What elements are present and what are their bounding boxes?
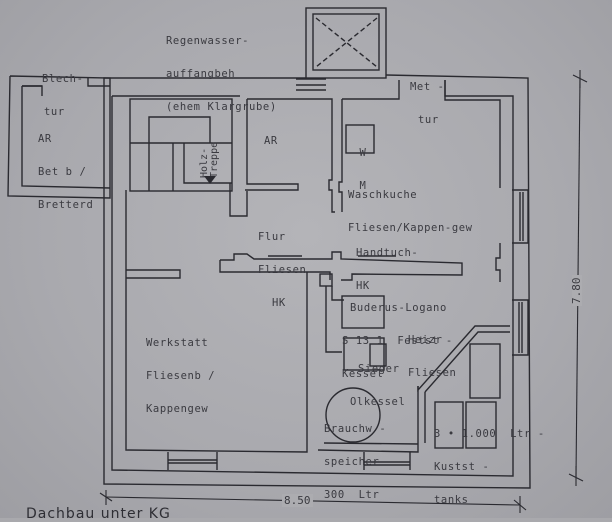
workshop-walls	[125, 190, 308, 470]
windows-right	[495, 189, 529, 356]
label-line: (ehem Klargrube)	[166, 101, 277, 113]
label-line: Sieger	[358, 363, 400, 375]
label-hot-water-tank: Brauchw - speicher 300 Ltr	[324, 402, 386, 512]
label-towel-radiator: Handtuch- HK	[356, 226, 418, 303]
corridor-walls	[219, 251, 463, 281]
label-line: Blech-	[42, 73, 84, 85]
label-line: M	[359, 180, 367, 192]
stairs-direction-arrow-icon	[204, 176, 216, 184]
label-line: tur	[418, 114, 439, 126]
heating-room-walls	[317, 273, 510, 470]
hot-water-tank	[325, 387, 381, 443]
label-line: Fliesen/Kappen-gew	[348, 222, 473, 234]
label-line: Fliesen	[408, 367, 457, 379]
label-line: Fliesen	[258, 264, 307, 276]
label-line: auffangbeh	[166, 68, 236, 80]
label-rainwater-tank: Regenwasser- auffangbeh (ehem Klargrube)	[166, 14, 277, 124]
label-line: Treppe	[209, 141, 220, 178]
label-line: 3 • 1.000 Ltr -	[434, 428, 545, 440]
label-line: Kustst -	[434, 461, 490, 473]
label-line: Regenwasser-	[166, 35, 250, 47]
label-line: Brauchw -	[324, 423, 387, 435]
washing-machine	[345, 124, 375, 154]
oil-boiler	[343, 337, 385, 371]
dimension-width: 8.50	[282, 494, 313, 507]
label-line: HK	[272, 297, 286, 309]
rainwater-tank	[296, 7, 387, 91]
label-line: Bretterd	[38, 199, 94, 211]
label-wood-stairs: Holz- Treppe	[199, 141, 220, 178]
label-line: Fliesenb /	[146, 370, 216, 382]
label-oil-boiler: Sieger Olkessel	[350, 342, 405, 419]
label-ar-room: AR	[264, 114, 278, 158]
label-line: S 13 1 Festst -	[342, 335, 453, 347]
label-buderus-boiler: Buderus-Logano S 13 1 Festst - Kessel	[342, 281, 453, 391]
label-line: Waschkuche	[348, 189, 418, 201]
label-line: Olkessel	[350, 396, 406, 408]
label-heating-room: Heizr Fliesen	[408, 313, 456, 390]
stairs-walls	[129, 98, 248, 217]
label-line: tur	[44, 106, 65, 118]
label-laundry-room: Waschkuche Fliesen/Kappen-gew	[348, 168, 473, 245]
label-washing-machine: W M	[356, 126, 370, 203]
ar-room-walls	[245, 98, 335, 213]
label-line: HK	[356, 280, 370, 292]
label-ar-annex: AR Bet b / Bretterd	[38, 112, 93, 222]
label-line: W	[359, 147, 367, 159]
label-line: speicher	[324, 456, 380, 468]
buderus-boiler	[341, 295, 385, 329]
label-line: Flur	[258, 231, 286, 243]
label-line: Heizr	[408, 334, 443, 346]
label-line: tanks	[434, 494, 469, 506]
laundry-walls	[338, 80, 501, 212]
label-workshop: Werkstatt Fliesenb / Kappengew	[146, 316, 215, 426]
label-line: Werkstatt	[146, 337, 209, 349]
label-line: 300 Ltr	[324, 489, 380, 501]
label-hallway: Flur Fliesen HK	[258, 210, 306, 320]
label-line: Kessel	[342, 368, 384, 380]
label-line: AR	[38, 133, 52, 145]
label-line: Buderus-Logano	[350, 302, 447, 314]
label-metal-door: Met - tur	[410, 60, 445, 137]
label-tin-door: Blech- tur	[42, 52, 84, 129]
label-line: AR	[264, 135, 278, 147]
dimension-height: 7.80	[570, 275, 583, 306]
label-line: Kappengew	[146, 403, 209, 415]
drawing-caption: Dachbau unter KG	[26, 506, 171, 522]
label-oil-tanks: 3 • 1.000 Ltr - Kustst - tanks	[434, 407, 545, 517]
label-line: Bet b /	[38, 166, 87, 178]
label-line: Handtuch-	[356, 247, 419, 259]
label-line: Met -	[410, 81, 445, 93]
annex-walls	[7, 75, 111, 199]
